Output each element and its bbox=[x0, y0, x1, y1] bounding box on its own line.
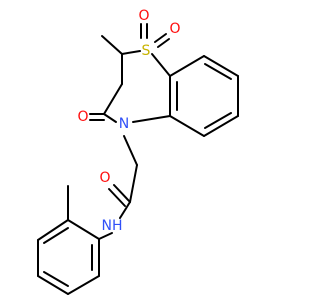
bond bbox=[98, 232, 113, 240]
bond bbox=[203, 55, 239, 77]
bond bbox=[169, 115, 205, 137]
bond bbox=[103, 83, 123, 115]
bond bbox=[129, 164, 138, 203]
bond bbox=[169, 55, 205, 77]
sulfur-atom: S bbox=[142, 43, 151, 59]
thiazepine-ring bbox=[89, 23, 171, 123]
double-bond bbox=[154, 33, 167, 43]
double-bond bbox=[43, 271, 69, 287]
benzo-ring bbox=[169, 55, 239, 137]
sulfonyl-oxygen-right: O bbox=[169, 21, 180, 37]
atom-labels: S O O O N O NH bbox=[77, 8, 180, 234]
bond bbox=[151, 53, 171, 77]
double-bond bbox=[43, 227, 69, 244]
bond bbox=[37, 219, 69, 241]
double-bond bbox=[204, 112, 232, 129]
double-bond bbox=[204, 63, 232, 80]
sulfonyl-oxygen-top: O bbox=[138, 8, 149, 24]
double-bond bbox=[113, 184, 131, 203]
bond bbox=[119, 201, 131, 219]
bond bbox=[67, 219, 100, 240]
bond bbox=[123, 135, 138, 166]
bond bbox=[37, 275, 69, 295]
bond bbox=[103, 113, 117, 123]
acetamide-chain bbox=[108, 135, 138, 219]
bond bbox=[132, 115, 171, 123]
methyl-bond bbox=[101, 35, 123, 55]
amide-oxygen: O bbox=[99, 170, 110, 186]
molecule-structure: S O O O N O NH bbox=[37, 8, 239, 295]
bond bbox=[67, 275, 100, 295]
bond bbox=[121, 50, 141, 55]
double-bond bbox=[108, 188, 126, 207]
tolyl-ring bbox=[37, 185, 113, 295]
ring-carbonyl-oxygen: O bbox=[77, 109, 88, 125]
ring-nitrogen-atom: N bbox=[119, 116, 129, 132]
bond bbox=[203, 115, 239, 137]
amide-nh-atom: NH bbox=[102, 218, 123, 234]
double-bond bbox=[157, 38, 170, 48]
